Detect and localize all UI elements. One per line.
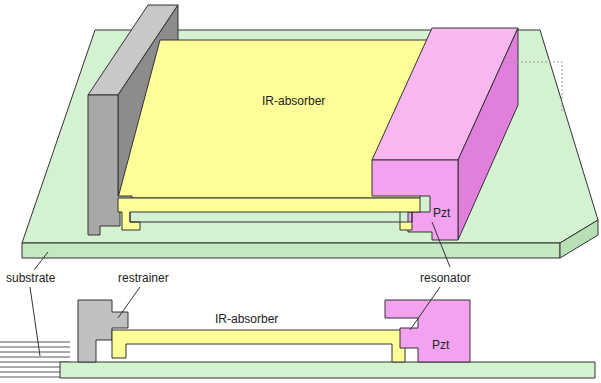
part-label: substrate — [6, 272, 55, 285]
substrate-section — [60, 362, 595, 378]
hidden-edge — [505, 62, 562, 112]
absorber-front — [118, 198, 420, 230]
pzt-side — [458, 28, 518, 240]
part-label: IR-absorber — [262, 95, 325, 108]
pzt-section — [385, 300, 470, 362]
part-label: restrainer — [118, 272, 169, 285]
part-label: Pzt — [433, 207, 450, 220]
substrate-front — [22, 243, 560, 258]
part-label: IR-absorber — [215, 313, 278, 326]
part-label: resonator — [420, 272, 471, 285]
absorber-section — [112, 330, 405, 362]
leader-lines — [30, 222, 450, 356]
substrate-side — [560, 220, 598, 258]
part-label: Pzt — [432, 339, 449, 352]
